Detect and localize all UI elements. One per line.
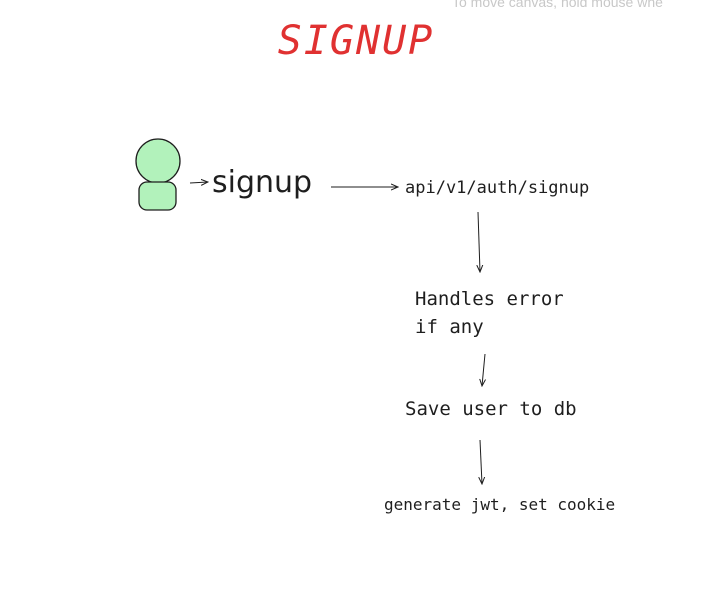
- arrow-handles-to-save[interactable]: [482, 353, 485, 386]
- canvas-hint: To move canvas, hold mouse whe: [452, 0, 663, 10]
- arrow-user-to-signup[interactable]: [189, 182, 208, 183]
- node-signup[interactable]: signup: [212, 165, 313, 200]
- arrow-endpoint-to-handles[interactable]: [478, 211, 480, 272]
- node-save-user[interactable]: Save user to db: [405, 398, 577, 420]
- diagram-title[interactable]: SIGNUP: [277, 18, 435, 64]
- user-icon[interactable]: [135, 138, 181, 211]
- node-handles-error-line2: if any: [415, 316, 484, 338]
- node-handles-error[interactable]: Handles error if any: [415, 285, 605, 341]
- node-generate-jwt[interactable]: generate jwt, set cookie: [384, 495, 616, 514]
- node-handles-error-line1: Handles error: [415, 288, 564, 310]
- node-endpoint[interactable]: api/v1/auth/signup: [405, 178, 590, 198]
- arrow-save-to-jwt[interactable]: [480, 439, 482, 484]
